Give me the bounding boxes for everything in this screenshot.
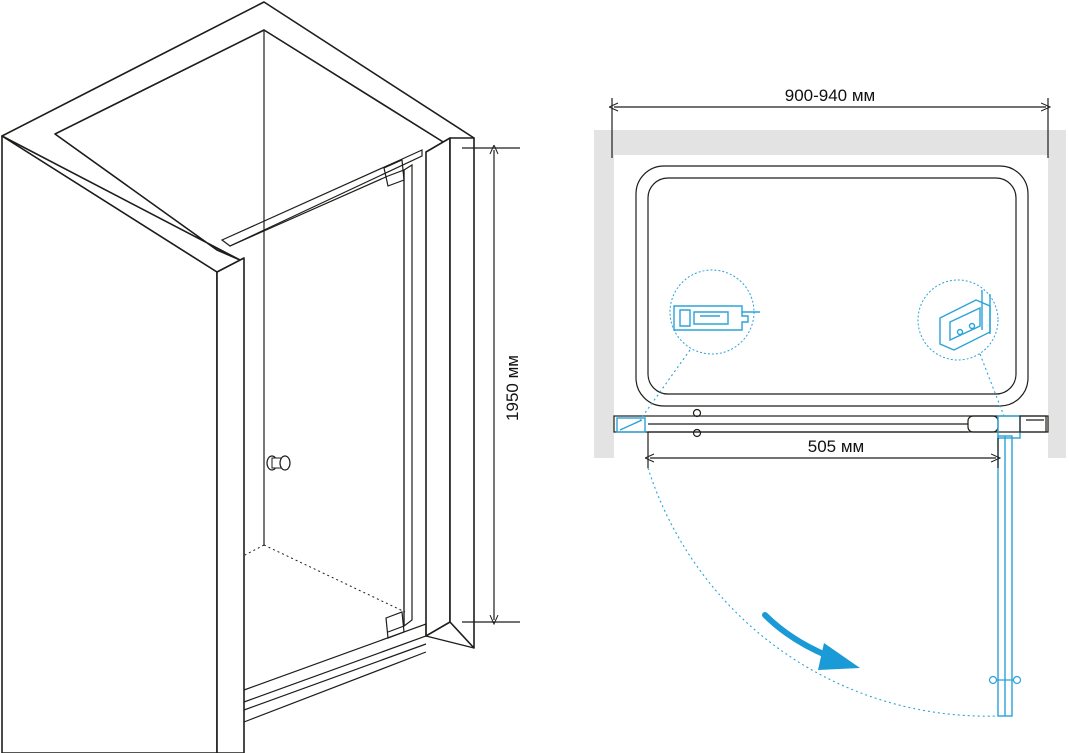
height-label: 1950 мм (503, 355, 522, 421)
door-width-dimension: 505 мм (648, 432, 998, 468)
swing-arc (647, 467, 999, 717)
shower-tray-outer (635, 165, 1029, 407)
hinge-icon (917, 279, 1005, 417)
hinge-blue (997, 415, 1021, 439)
wall-profile-icon (639, 269, 760, 421)
door-width-label: 505 мм (808, 437, 864, 456)
door-rail (613, 408, 1049, 439)
left-wall-top (1, 1, 475, 261)
floor-right-dotted (263, 544, 406, 613)
door-profile (403, 163, 413, 628)
top-rail (220, 149, 423, 247)
knob-handle-icon (266, 455, 291, 471)
hinge-block (967, 415, 999, 433)
right-wall (1048, 130, 1066, 458)
room-width-dimension: 900-940 мм (612, 86, 1048, 158)
right-wall-base (425, 635, 475, 649)
floor-left-dotted (244, 240, 265, 556)
threshold-inner (243, 643, 427, 723)
threshold (243, 623, 427, 703)
right-wall-side (449, 137, 475, 649)
hinge-top (383, 159, 405, 187)
curved-arrow-icon (762, 612, 860, 670)
right-wall-front (425, 137, 451, 637)
left-wall-front (216, 257, 245, 753)
top-view: 900-940 мм (594, 86, 1066, 717)
left-wall-top-edge (1, 135, 245, 273)
wall-profile-right (1019, 415, 1047, 433)
door-open-position (988, 435, 1022, 717)
wall-profile-left (616, 417, 646, 433)
hinge-bottom (385, 611, 405, 639)
top-rail-inner (229, 175, 389, 247)
height-dimension: 1950 мм (462, 148, 522, 622)
shower-tray-inner (647, 177, 1017, 395)
door-glass-edge (387, 169, 405, 633)
rail-knob-top (692, 408, 702, 418)
rail-knob-bottom (692, 428, 702, 438)
left-wall (594, 130, 614, 458)
room-width-label: 900-940 мм (785, 86, 876, 105)
top-wall (594, 130, 1064, 155)
knob-handle-icon (988, 675, 1022, 685)
perspective-view: 1950 мм (1, 1, 522, 753)
